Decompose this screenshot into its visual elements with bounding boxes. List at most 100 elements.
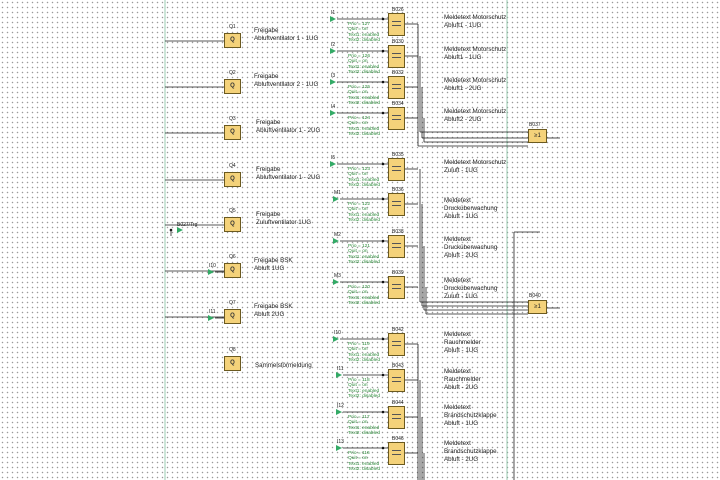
message-text-block[interactable]	[388, 13, 405, 36]
block-symbol-line	[392, 53, 401, 54]
or-block[interactable]: ≥1	[528, 129, 547, 143]
block-symbol-line	[392, 454, 401, 455]
message-text-block[interactable]	[388, 235, 405, 258]
parameter-3: Text2: disabled	[348, 38, 380, 44]
parameter-2: Text1: enabled	[348, 64, 380, 70]
parameter-3: Text2: disabled	[348, 394, 380, 400]
message-text-block[interactable]	[388, 276, 405, 299]
parameter-1: Quit = on	[348, 59, 368, 65]
output-name: Q3	[229, 116, 236, 122]
parameter-0: Prio = 123	[348, 167, 371, 172]
message-block-id: B030	[392, 39, 404, 45]
parameter-2: Text1: enabled	[348, 295, 380, 301]
block-parameters: Prio = 117 Quit = on Text1: enabled Text…	[348, 415, 380, 437]
block-symbol-line	[392, 414, 401, 415]
or-block[interactable]: ≥1	[528, 300, 547, 314]
parameter-1: Quit = on	[348, 27, 368, 33]
junction-dot	[381, 373, 385, 377]
message-text-block[interactable]	[388, 369, 405, 392]
block-parameters: Prio = 127 Quit = on Text1: enabled Text…	[348, 22, 380, 44]
message-text-block[interactable]	[388, 45, 405, 68]
block-parameters: Prio = 120 Quit = on Text1: enabled Text…	[348, 285, 380, 307]
parameter-3: Text2: disabled	[348, 101, 380, 107]
block-symbol-line	[392, 57, 401, 58]
junction-dot	[381, 111, 385, 115]
output-block[interactable]: Q	[224, 309, 241, 324]
output-block[interactable]: Q	[224, 33, 241, 48]
input-flag	[330, 79, 336, 85]
junction-dot	[381, 446, 385, 450]
message-block-id: B035	[392, 152, 404, 158]
message-block-id: B043	[392, 363, 404, 369]
input-name: I3	[331, 73, 336, 79]
parameter-2: Text1: enabled	[348, 177, 380, 183]
parameter-1: Quit = on	[348, 456, 368, 462]
output-block[interactable]: Q	[224, 172, 241, 187]
input-flag	[208, 269, 214, 275]
block-parameters: Prio = 122 Quit = on Text1: enabled Text…	[348, 202, 380, 224]
block-symbol-line	[392, 25, 401, 26]
message-block-id: B032	[392, 70, 404, 76]
message-block-id: B034	[392, 101, 404, 107]
output-name: Q8	[229, 347, 236, 353]
parameter-0: Prio = 116	[348, 451, 370, 456]
parameter-3: Text2: disabled	[348, 301, 380, 307]
input-flag	[330, 16, 336, 22]
message-text-block[interactable]	[388, 158, 405, 181]
block-symbol-line	[392, 341, 401, 342]
input-name: I4	[331, 104, 336, 110]
message-text-block[interactable]	[388, 76, 405, 99]
parameter-1: Quit = on	[348, 290, 368, 296]
parameter-2: Text1: enabled	[348, 425, 380, 431]
output-name: Q1	[229, 24, 236, 30]
message-text-block[interactable]	[388, 107, 405, 130]
parameter-0: Prio = 125	[348, 85, 371, 90]
output-label: Sammelstörmeldung	[255, 362, 312, 369]
parameter-1: Quit = on	[348, 383, 368, 389]
message-block-id: B039	[392, 270, 404, 276]
input-flag	[333, 238, 339, 244]
input-name: I10	[209, 263, 216, 269]
parameter-2: Text1: enabled	[348, 95, 380, 101]
block-symbol-line	[392, 84, 401, 85]
block-symbol-line	[392, 345, 401, 346]
output-block[interactable]: Q	[224, 263, 241, 278]
block-parameters: Prio = 124 Quit = on Text1: enabled Text…	[348, 116, 380, 138]
output-block[interactable]: Q	[224, 79, 241, 94]
input-name: I11	[337, 366, 344, 372]
block-symbol-line	[392, 418, 401, 419]
parameter-1: Quit = on	[348, 249, 368, 255]
message-text-block[interactable]	[388, 193, 405, 216]
parameter-0: Prio = 122	[348, 202, 371, 207]
parameter-0: Prio = 117	[348, 415, 370, 420]
input-flag	[336, 372, 342, 378]
message-text-block[interactable]	[388, 442, 405, 465]
message-text-block[interactable]	[388, 333, 405, 356]
message-text-block[interactable]	[388, 406, 405, 429]
block-symbol-line	[392, 288, 401, 289]
output-block[interactable]: Q	[224, 356, 241, 371]
parameter-0: Prio = 120	[348, 285, 371, 290]
input-name: I5	[331, 155, 336, 161]
output-name: Q5	[229, 208, 236, 214]
output-block[interactable]: Q	[224, 217, 241, 232]
output-block[interactable]: Q	[224, 125, 241, 140]
parameter-2: Text1: enabled	[348, 388, 380, 394]
output-name: Q4	[229, 163, 236, 169]
block-symbol-line	[392, 170, 401, 171]
message-block-id: B026	[392, 7, 404, 13]
input-flag	[208, 315, 214, 321]
message-block-id: B042	[392, 327, 404, 333]
input-flag	[333, 279, 339, 285]
block-parameters: Prio = 123 Quit = on Text1: enabled Text…	[348, 167, 380, 189]
message-block-id: B044	[392, 400, 404, 406]
